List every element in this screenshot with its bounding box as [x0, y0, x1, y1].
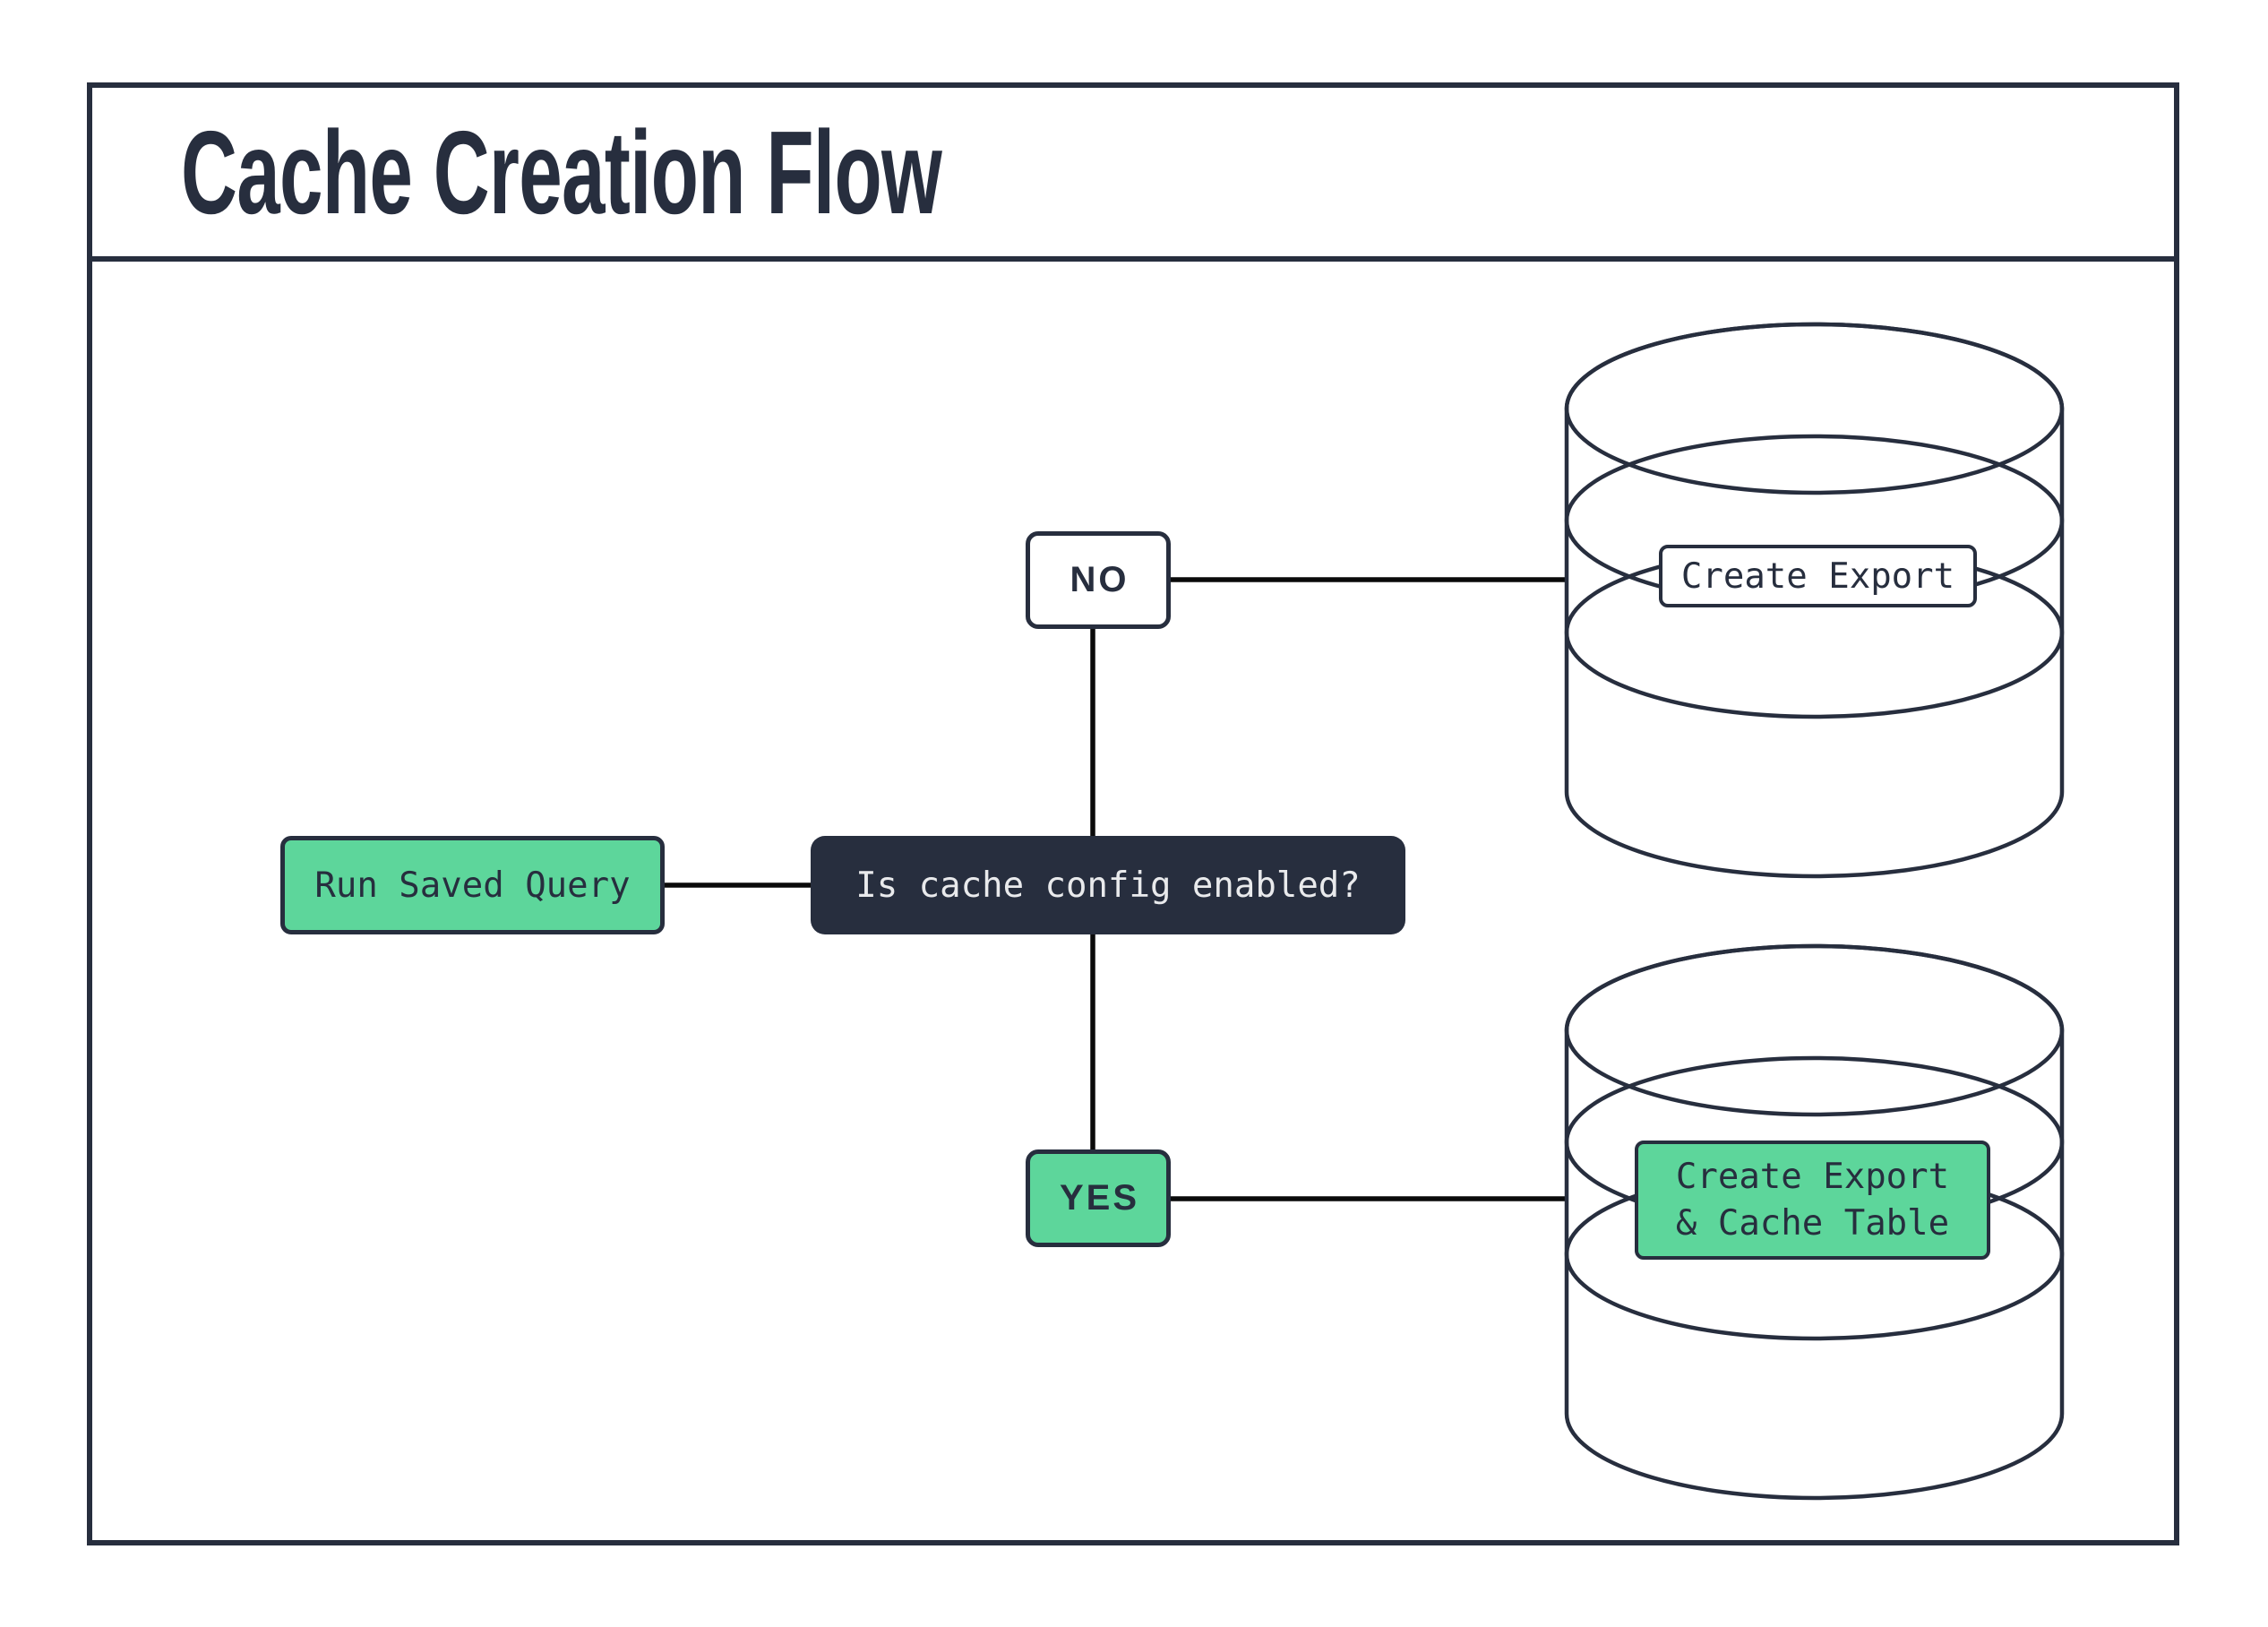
page-title: Cache Creation Flow	[181, 106, 942, 238]
export-database-action-label: Create Export	[1659, 545, 1977, 607]
branch-node-yes: YES	[1026, 1149, 1171, 1247]
decision-node-label: Is cache config enabled?	[855, 865, 1361, 906]
export-cache-action-text-line1: Create Export	[1675, 1157, 1950, 1198]
branch-no-label: NO	[1070, 560, 1130, 599]
export-cache-database-action-label: Create Export & Cache Table	[1635, 1141, 1990, 1260]
title-band: Cache Creation Flow	[92, 88, 2174, 256]
title-divider	[90, 256, 2178, 262]
export-action-text: Create Export	[1680, 555, 1955, 597]
export-cache-action-text-line2: & Cache Table	[1675, 1202, 1950, 1244]
branch-yes-label: YES	[1059, 1178, 1140, 1218]
start-node-label: Run Saved Query	[314, 865, 631, 906]
start-node-run-saved-query: Run Saved Query	[280, 836, 665, 934]
decision-node-cache-config: Is cache config enabled?	[811, 836, 1405, 934]
diagram-frame	[87, 82, 2179, 1545]
branch-node-no: NO	[1026, 531, 1171, 629]
